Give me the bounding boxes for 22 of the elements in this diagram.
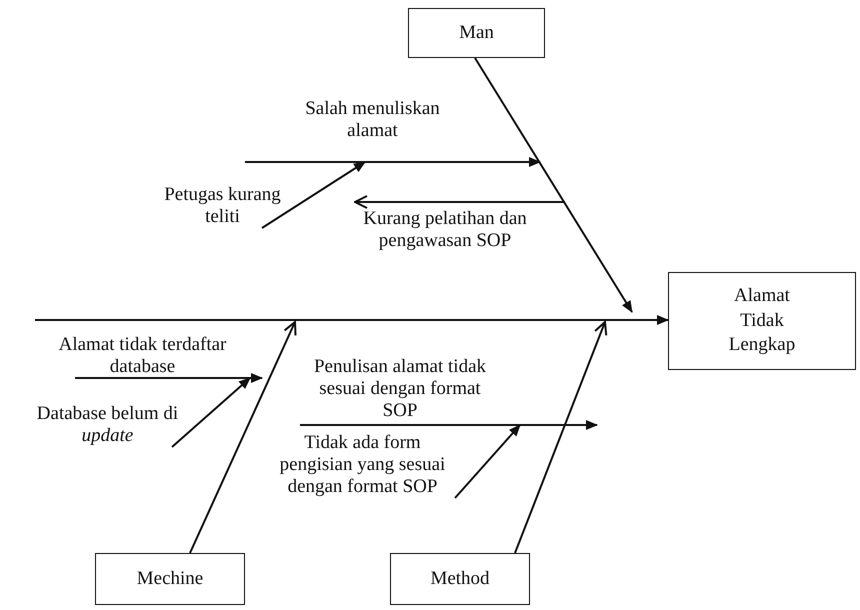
category-box: Mechine — [95, 553, 245, 605]
cause-text: Alamat tidak terdaftar database — [15, 334, 270, 378]
arrow — [245, 157, 541, 167]
arrow — [454, 424, 521, 499]
arrow — [75, 373, 263, 383]
cause-text: Kurang pelatihan dan pengawasan SOP — [325, 202, 565, 252]
arrow — [300, 420, 598, 430]
category-box: Man — [408, 8, 545, 58]
cause-text: Salah menuliskan alamat — [245, 98, 485, 162]
arrow — [354, 195, 565, 209]
effect-box: Alamat Tidak Lengkap — [668, 272, 856, 370]
arrow — [474, 57, 633, 313]
category-box: Method — [390, 553, 530, 605]
arrow — [189, 321, 296, 554]
spine-arrow — [35, 315, 669, 325]
cause-text: Petugas kurang teliti — [135, 184, 310, 228]
cause-text: Tidak ada form pengisian yang sesuai dengan format SOP — [270, 432, 455, 498]
cause-text: Database belum di update — [15, 403, 200, 447]
cause-text: Penulisan alamat tidak sesuai dengan format SOP — [300, 356, 550, 425]
arrow — [261, 161, 366, 229]
arrow — [514, 321, 608, 554]
arrow — [171, 377, 251, 448]
